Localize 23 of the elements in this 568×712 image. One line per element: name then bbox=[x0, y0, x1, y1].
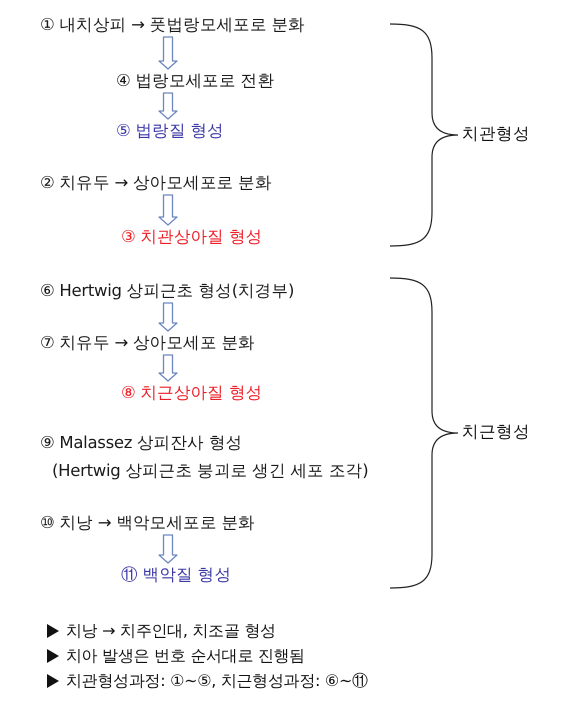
step-text: ③ 치관상아질 형성 bbox=[121, 226, 262, 248]
hollow-arrow bbox=[158, 534, 178, 564]
group-label: 치근형성 bbox=[462, 421, 530, 443]
step-text: ⑩ 치낭 → 백악모세포로 분화 bbox=[40, 512, 255, 534]
hollow-arrow bbox=[158, 92, 178, 120]
step-text: ⑦ 치유두 → 상아모세포 분화 bbox=[40, 332, 255, 354]
step-text: ⑤ 법랑질 형성 bbox=[116, 120, 224, 142]
hollow-arrow bbox=[158, 36, 178, 70]
hollow-arrow bbox=[158, 302, 178, 332]
hollow-arrow bbox=[158, 354, 178, 382]
step-text: ⑥ Hertwig 상피근초 형성(치경부) bbox=[40, 280, 294, 302]
step-text: ⑧ 치근상아질 형성 bbox=[121, 382, 262, 404]
step-text: ② 치유두 → 상아모세포로 분화 bbox=[40, 172, 272, 194]
note-text: 치낭 → 치주인대, 치조골 형성 bbox=[66, 620, 276, 642]
step-text: ① 내치상피 → 풋법랑모세포로 분화 bbox=[40, 14, 305, 36]
group-label: 치관형성 bbox=[462, 123, 530, 145]
step-text: ⑪ 백악질 형성 bbox=[121, 564, 232, 586]
step-note: (Hertwig 상피근초 붕괴로 생긴 세포 조각) bbox=[51, 460, 368, 482]
note-text: 치아 발생은 번호 순서대로 진행됨 bbox=[66, 645, 305, 667]
note-text: 치관형성과정: ①~⑤, 치근형성과정: ⑥~⑪ bbox=[66, 670, 368, 692]
step-text: ⑨ Malassez 상피잔사 형성 bbox=[40, 432, 244, 454]
hollow-arrow bbox=[158, 194, 178, 226]
step-text: ④ 법랑모세포로 전환 bbox=[116, 70, 274, 92]
